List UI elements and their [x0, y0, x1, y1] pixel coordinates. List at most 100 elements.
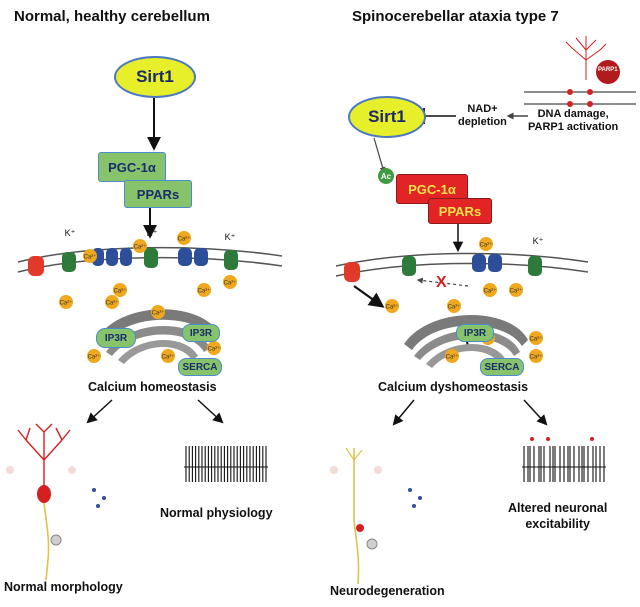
- dna-strand: [524, 91, 636, 105]
- left-panel-title: Normal, healthy cerebellum: [14, 8, 210, 25]
- ppars-box-left: PPARs: [124, 180, 192, 208]
- blocked-flux-arrow: [416, 277, 469, 287]
- ca-to-excitability-arrow: [523, 399, 548, 426]
- calcium-ion: [113, 283, 127, 297]
- calcium-ion: [87, 349, 101, 363]
- ghost-cell-right-2: [374, 466, 382, 474]
- dendrite-stub: [345, 447, 363, 461]
- calcium-ion-label: Ca²⁺: [88, 354, 101, 361]
- plasma-membrane-right: [335, 252, 589, 267]
- calcium-ion: [207, 341, 221, 355]
- calcium-ion-label: Ca²⁺: [114, 288, 127, 295]
- ppars-box-right: PPARs: [428, 198, 492, 224]
- plasma-membrane-right-inner: [335, 262, 589, 277]
- ca-to-morphology-arrow: [86, 399, 113, 424]
- ca-influx-arrow: [353, 285, 385, 308]
- er-stack-right-3: [426, 343, 506, 368]
- calcium-ion-label: Ca²⁺: [178, 236, 191, 243]
- sirt1-node-left: Sirt1: [114, 56, 196, 98]
- burst-marker: [590, 437, 594, 441]
- parp1-label: PARP1: [598, 67, 618, 73]
- channel-green-left-2: [144, 248, 158, 268]
- er-stack-left-3: [118, 339, 198, 364]
- spike-train-left: [184, 446, 268, 482]
- purkinje-axon-left: [43, 502, 50, 581]
- channel-blue-left-3: [120, 248, 132, 266]
- acetyl-tag: Ac: [378, 168, 394, 184]
- channel-red-right: [344, 262, 360, 282]
- degenerating-soma: [356, 524, 364, 532]
- channel-blue-left-2: [106, 248, 118, 266]
- calcium-ion: [483, 283, 497, 297]
- par-chain-icon: [565, 36, 607, 80]
- potassium-ion-label: K⁺: [533, 236, 544, 246]
- er-stack-right: [404, 314, 528, 350]
- right-panel-title: Spinocerebellar ataxia type 7: [352, 8, 559, 25]
- channel-blue-right-2: [488, 254, 502, 272]
- calcium-ion-label: Ca²⁺: [224, 280, 237, 287]
- channel-red-left: [28, 256, 44, 276]
- channel-green-right-1: [402, 256, 416, 276]
- calcium-ion-label: Ca²⁺: [198, 288, 211, 295]
- neurodegeneration-label: Neurodegeneration: [330, 584, 445, 598]
- calcium-ion-label: Ca²⁺: [152, 310, 165, 317]
- spike-train-right: [522, 437, 606, 482]
- potassium-ion-label: K⁺: [147, 228, 158, 238]
- calcium-ion-label: Ca²⁺: [162, 354, 175, 361]
- granule-cell-right: [366, 538, 378, 550]
- potassium-ion-label: K⁺: [225, 232, 236, 242]
- burst-marker: [530, 437, 534, 441]
- normal-morphology-label: Normal morphology: [4, 580, 123, 594]
- scatter-dot-right-2: [418, 496, 422, 500]
- calcium-ion-label: Ca²⁺: [510, 288, 523, 295]
- calcium-ion: [83, 249, 97, 263]
- degenerating-neuron: [353, 448, 360, 585]
- calcium-ion: [177, 231, 191, 245]
- calcium-ion: [105, 295, 119, 309]
- calcium-ion-label: Ca²⁺: [446, 354, 459, 361]
- nad-depletion-label: NAD+ depletion: [458, 103, 507, 128]
- purkinje-neuron-left: [17, 423, 71, 488]
- ip3r-right: IP3R: [456, 324, 494, 342]
- calcium-ion: [509, 283, 523, 297]
- ca-to-neurodeg-arrow: [392, 399, 415, 426]
- dna-damage-label: DNA damage, PARP1 activation: [528, 108, 619, 133]
- calcium-ion: [59, 295, 73, 309]
- blocked-x-mark: X: [436, 274, 447, 291]
- scatter-dot-left-1: [92, 488, 96, 492]
- sirt1-node-right: Sirt1: [348, 96, 426, 138]
- calcium-dyshomeostasis-label: Calcium dyshomeostasis: [378, 380, 529, 394]
- ghost-cell-right-1: [330, 466, 338, 474]
- ghost-cell-left-1: [6, 466, 14, 474]
- potassium-ion-label: K⁺: [65, 228, 76, 238]
- ghost-cell-left-2: [68, 466, 76, 474]
- calcium-ion: [151, 305, 165, 319]
- altered-excitability-label: Altered neuronal excitability: [508, 501, 608, 531]
- er-stack-left: [96, 309, 220, 346]
- calcium-ion: [529, 349, 543, 363]
- calcium-ion: [161, 349, 175, 363]
- channel-blue-right-1: [472, 254, 486, 272]
- channel-green-left-1: [62, 252, 76, 272]
- ip3r-left: IP3R: [96, 328, 136, 348]
- calcium-ion: [385, 299, 399, 313]
- calcium-ion-label: Ca²⁺: [208, 346, 221, 353]
- ip3r-left-2: IP3R: [182, 324, 220, 342]
- calcium-ion: [133, 239, 147, 253]
- calcium-ion-label: Ca²⁺: [448, 304, 461, 311]
- channel-green-right-2: [528, 256, 542, 276]
- ion-markers: Ca²⁺ Ca²⁺ Ca²⁺ Ca²⁺ Ca²⁺ Ca²⁺ Ca²⁺ Ca²⁺ Ca²⁺ Ca²⁺…: [59, 228, 544, 363]
- calcium-ion: [479, 237, 493, 251]
- calcium-ion-label: Ca²⁺: [484, 288, 497, 295]
- calcium-ion-label: Ca²⁺: [480, 242, 493, 249]
- calcium-ion-label: Ca²⁺: [106, 300, 119, 307]
- pgc1a-box-left: PGC-1α: [98, 152, 166, 182]
- scatter-dot-right-1: [408, 488, 412, 492]
- ca-to-physiology-arrow: [197, 399, 224, 424]
- channel-green-left-3: [224, 250, 238, 270]
- calcium-ion-label: Ca²⁺: [530, 354, 543, 361]
- calcium-ion-label: Ca²⁺: [530, 336, 543, 343]
- granule-cell-left: [50, 534, 62, 546]
